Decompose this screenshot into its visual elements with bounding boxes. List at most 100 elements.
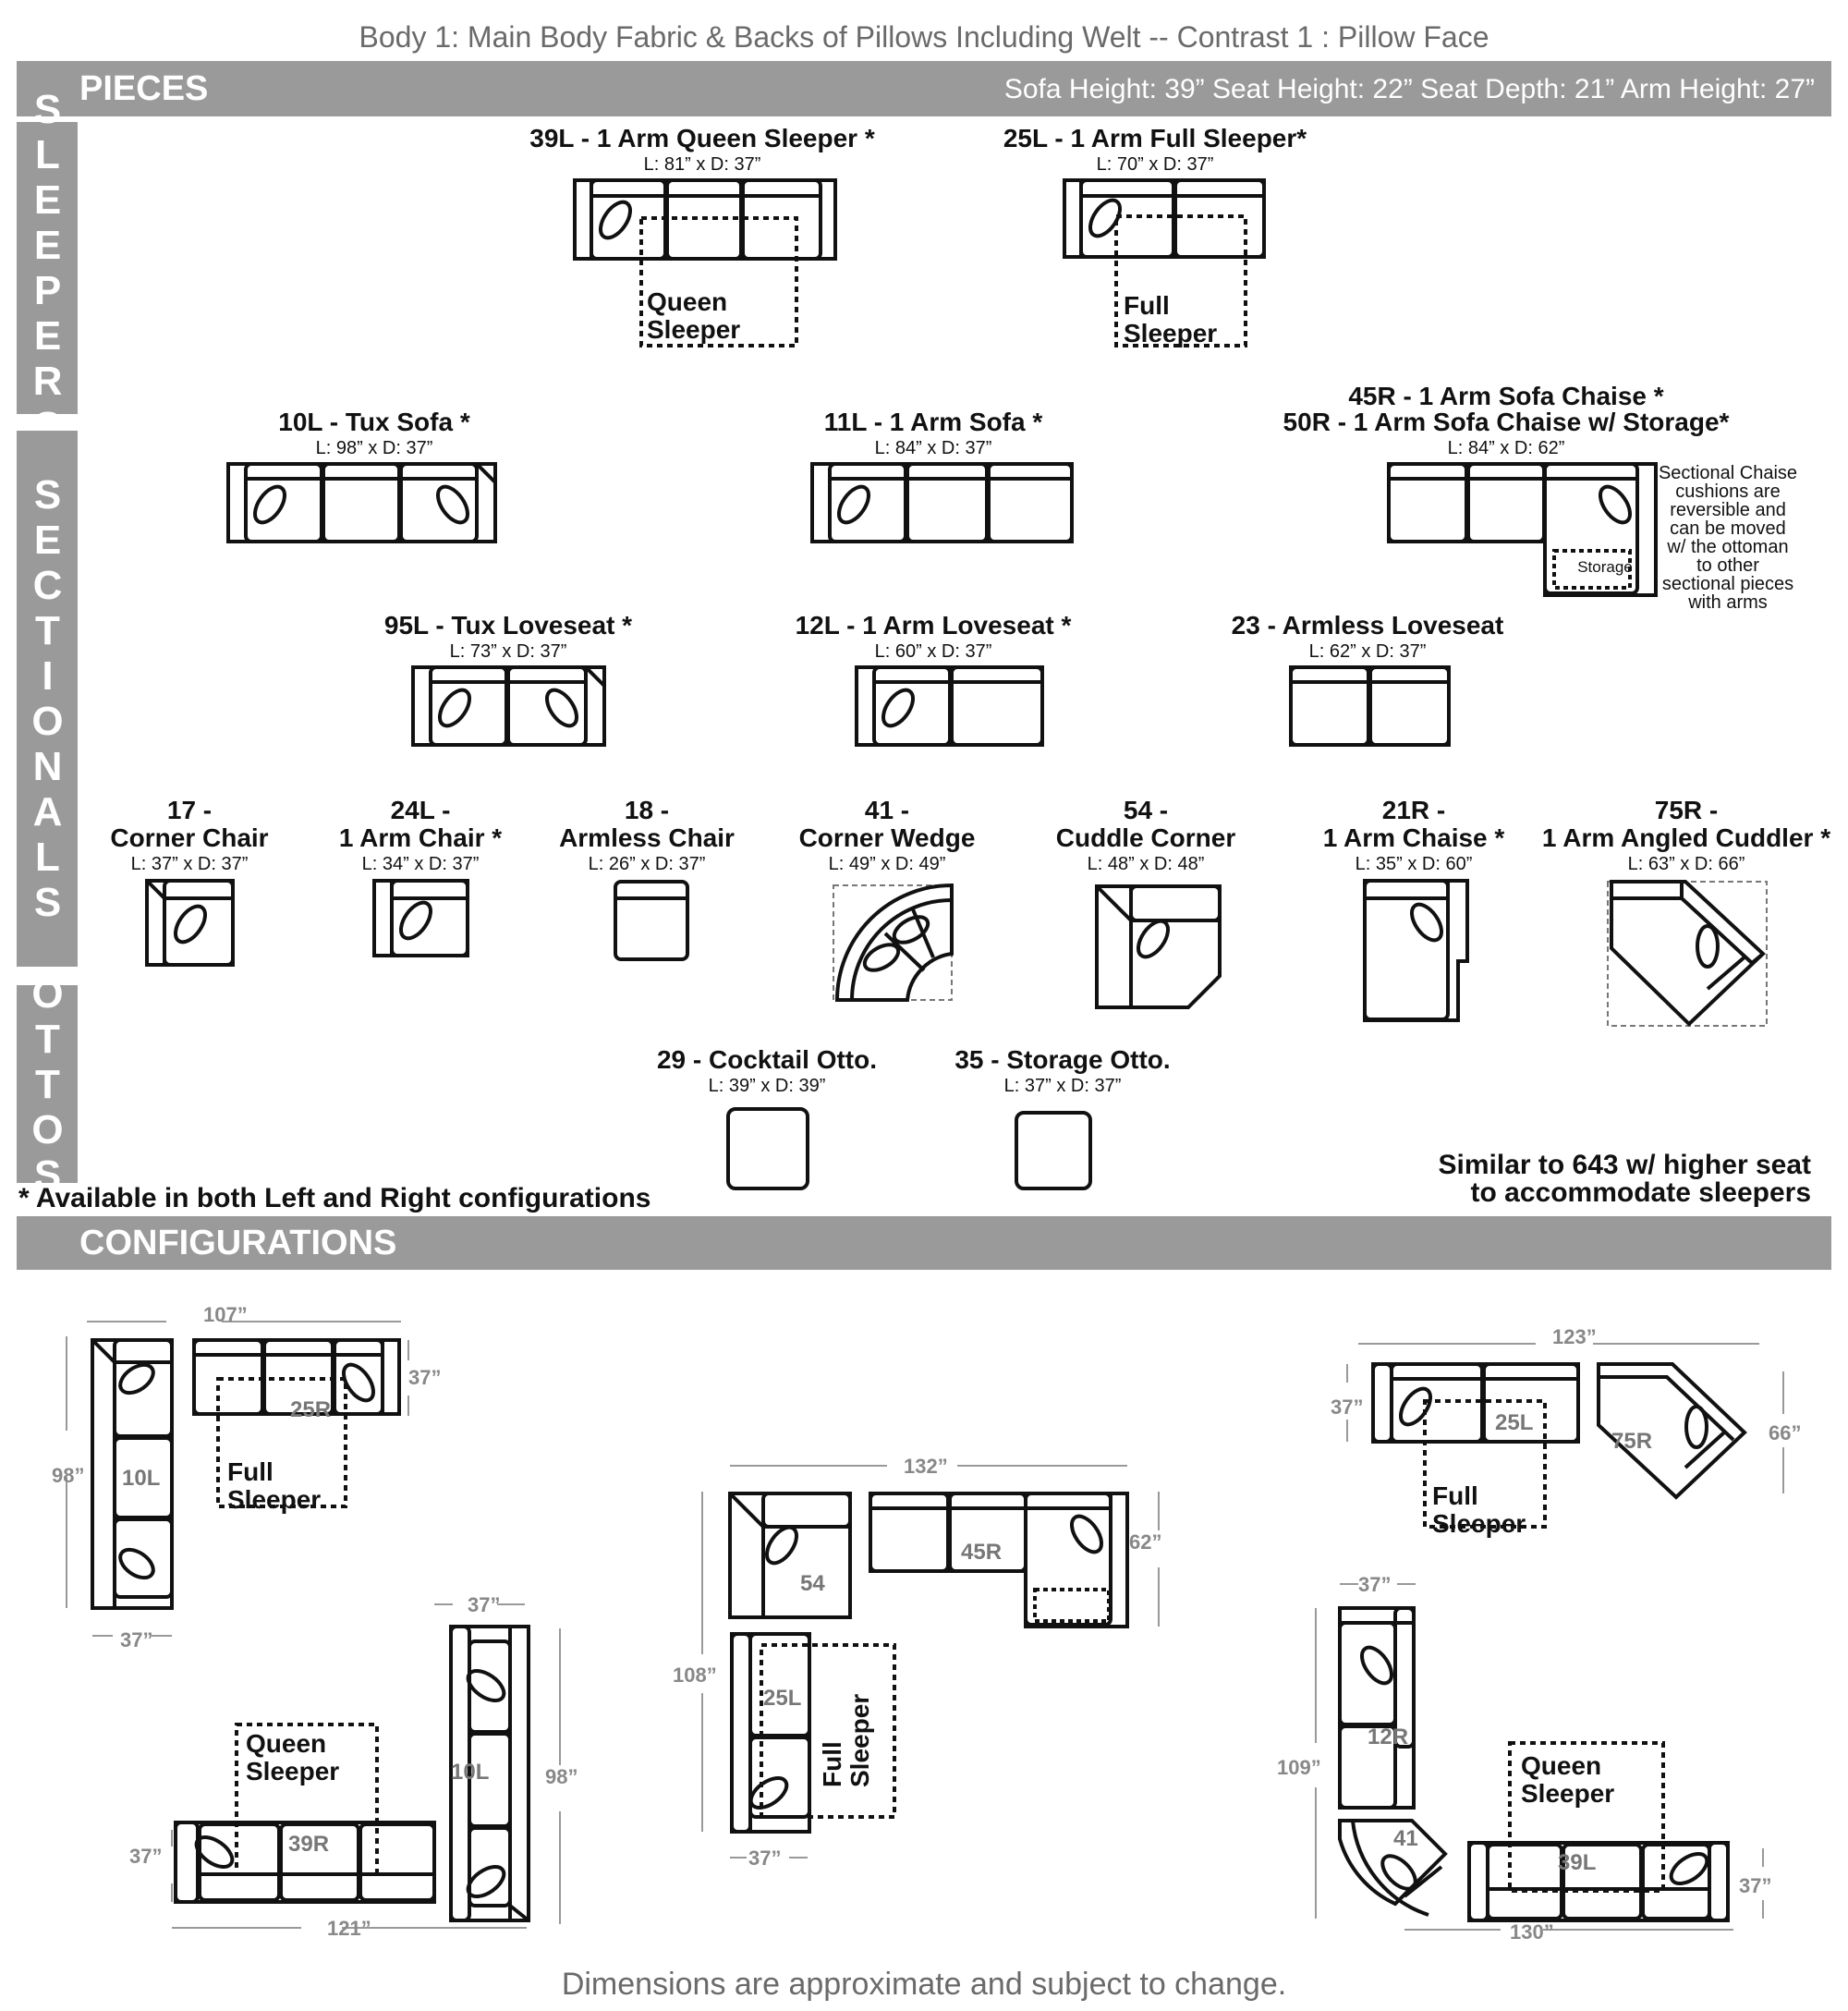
c3-piece-b: 54	[800, 1571, 825, 1596]
similar-note-line: Similar to 643 w/ higher seat	[1438, 1150, 1811, 1180]
chaise-note-line: can be moved	[1670, 518, 1786, 539]
piece-12l-diagram	[855, 665, 1044, 747]
piece-45r-diagram	[1387, 462, 1658, 597]
c4-sleeper: Full Sleeper	[1432, 1481, 1526, 1538]
pieces-header: PIECES Sofa Height: 39” Seat Height: 22”…	[17, 61, 1831, 116]
label-11l: 11L - 1 Arm Sofa *	[823, 408, 1043, 436]
label-75r-num: 75R -	[1654, 796, 1719, 824]
dims-39l: L: 81” x D: 37”	[643, 154, 761, 175]
config-5-diagram	[1315, 1583, 1764, 1931]
c5-height: 109”	[1277, 1756, 1321, 1779]
label-23: 23 - Armless Loveseat	[1231, 611, 1504, 640]
label-75r: 1 Arm Angled Cuddler *	[1541, 823, 1831, 852]
config-1-diagram	[66, 1321, 409, 1637]
dims-29: L: 39” x D: 39”	[708, 1076, 826, 1096]
ottoman-35-diagram	[1015, 1111, 1092, 1190]
label-95l: 95L - Tux Loveseat *	[383, 611, 633, 640]
dims-45r: L: 84” x D: 62”	[1447, 438, 1565, 458]
label-24l: 1 Arm Chair *	[338, 823, 503, 852]
c5-piece-c: 39L	[1558, 1850, 1597, 1875]
inner-25l: Full Sleeper	[1124, 291, 1218, 347]
configurations-header: CONFIGURATIONS	[17, 1216, 1831, 1270]
fabric-note: Body 1: Main Body Fabric & Backs of Pill…	[359, 20, 1489, 54]
c2-top: 37”	[468, 1593, 501, 1616]
availability-note: * Available in both Left and Right confi…	[18, 1183, 651, 1213]
configurations-title: CONFIGURATIONS	[79, 1224, 397, 1262]
c4-depth-left: 37”	[1331, 1396, 1364, 1419]
label-45r: 45R - 1 Arm Sofa Chaise *	[1348, 382, 1664, 410]
chaise-note-line: to other	[1696, 555, 1759, 576]
c4-width: 123”	[1552, 1325, 1597, 1348]
c4-piece-b: 75R	[1611, 1429, 1653, 1454]
c3-piece-c: 25L	[763, 1686, 802, 1711]
dims-11l: L: 84” x D: 37”	[874, 438, 992, 458]
c4-depth-right: 66”	[1769, 1421, 1802, 1444]
piece-23-diagram	[1289, 665, 1451, 747]
c1-depth: 37”	[408, 1366, 442, 1389]
label-29: 29 - Cocktail Otto.	[656, 1045, 878, 1074]
label-24l-num: 24L -	[390, 796, 451, 824]
label-10l: 10L - Tux Sofa *	[278, 408, 470, 436]
c2-height: 98”	[545, 1765, 578, 1788]
piece-21r-diagram	[1363, 879, 1469, 1022]
dims-25l: L: 70” x D: 37”	[1096, 154, 1214, 175]
piece-18-diagram	[614, 880, 689, 961]
c5-sleeper: Queen Sleeper	[1521, 1751, 1615, 1808]
label-35: 35 - Storage Otto.	[954, 1045, 1171, 1074]
c5-piece-a: 12R	[1368, 1725, 1409, 1749]
label-25l: 25L - 1 Arm Full Sleeper*	[1003, 124, 1307, 152]
c2-piece-b: 10L	[451, 1760, 490, 1785]
label-41-num: 41 -	[864, 796, 910, 824]
label-12l: 12L - 1 Arm Loveseat *	[795, 611, 1072, 640]
c1-height: 98”	[52, 1464, 85, 1487]
label-18: Armless Chair	[559, 823, 735, 852]
chaise-note-line: with arms	[1688, 592, 1768, 613]
piece-10l-diagram	[226, 462, 497, 543]
dims-12l: L: 60” x D: 37”	[874, 641, 992, 662]
c3-bottom: 37”	[748, 1846, 782, 1870]
dims-41: L: 49” x D: 49”	[828, 854, 946, 874]
dims-95l: L: 73” x D: 37”	[449, 641, 567, 662]
piece-75r-diagram	[1607, 880, 1768, 1027]
config-3-diagram	[701, 1465, 1160, 1859]
piece-25l-diagram	[1063, 178, 1266, 347]
similar-note: Similar to 643 w/ higher seat to accommo…	[1439, 1152, 1811, 1207]
chaise-note-line: w/ the ottoman	[1667, 537, 1789, 557]
label-21r: 1 Arm Chaise *	[1322, 823, 1505, 852]
chaise-note-line: Sectional Chaise	[1658, 463, 1798, 483]
label-54: Cuddle Corner	[1055, 823, 1236, 852]
c4-piece-a: 25L	[1495, 1410, 1534, 1435]
c3-height: 108”	[673, 1664, 717, 1687]
label-41: Corner Wedge	[798, 823, 976, 852]
c5-depth: 37”	[1739, 1874, 1772, 1897]
piece-54-diagram	[1095, 884, 1222, 1009]
similar-note-line: to accommodate sleepers	[1470, 1177, 1811, 1208]
dims-24l: L: 34” x D: 37”	[361, 854, 480, 874]
dims-23: L: 62” x D: 37”	[1308, 641, 1427, 662]
dims-75r: L: 63” x D: 66”	[1627, 854, 1745, 874]
c2-depth: 37”	[129, 1845, 163, 1868]
inner-39l: Queen Sleeper	[647, 287, 741, 344]
dims-54: L: 48” x D: 48”	[1087, 854, 1205, 874]
config-2-diagram	[171, 1603, 561, 1929]
c3-piece-a: 45R	[961, 1540, 1003, 1565]
c3-depth: 62”	[1129, 1530, 1162, 1554]
storage-label: Storage	[1577, 558, 1633, 576]
piece-24l-diagram	[372, 879, 469, 957]
c2-width: 121”	[327, 1917, 371, 1940]
dims-35: L: 37” x D: 37”	[1003, 1076, 1122, 1096]
c1-width: 107”	[203, 1303, 248, 1326]
sidebar-sleepers: SLEEPERS	[17, 87, 78, 449]
c2-piece-a: 39R	[288, 1832, 330, 1857]
c5-piece-b: 41	[1393, 1826, 1418, 1851]
c3-sleeper: Full Sleeper	[818, 1693, 874, 1787]
c2-sleeper: Queen Sleeper	[246, 1729, 340, 1786]
dims-17: L: 37” x D: 37”	[130, 854, 249, 874]
pieces-title: PIECES	[79, 69, 209, 108]
c1-piece-a: 25R	[290, 1397, 332, 1422]
c5-width: 130”	[1510, 1920, 1554, 1944]
disclaimer: Dimensions are approximate and subject t…	[561, 1967, 1287, 2002]
label-54-num: 54 -	[1123, 796, 1169, 824]
dims-18: L: 26” x D: 37”	[588, 854, 706, 874]
label-50r: 50R - 1 Arm Sofa Chaise w/ Storage*	[1283, 408, 1730, 436]
